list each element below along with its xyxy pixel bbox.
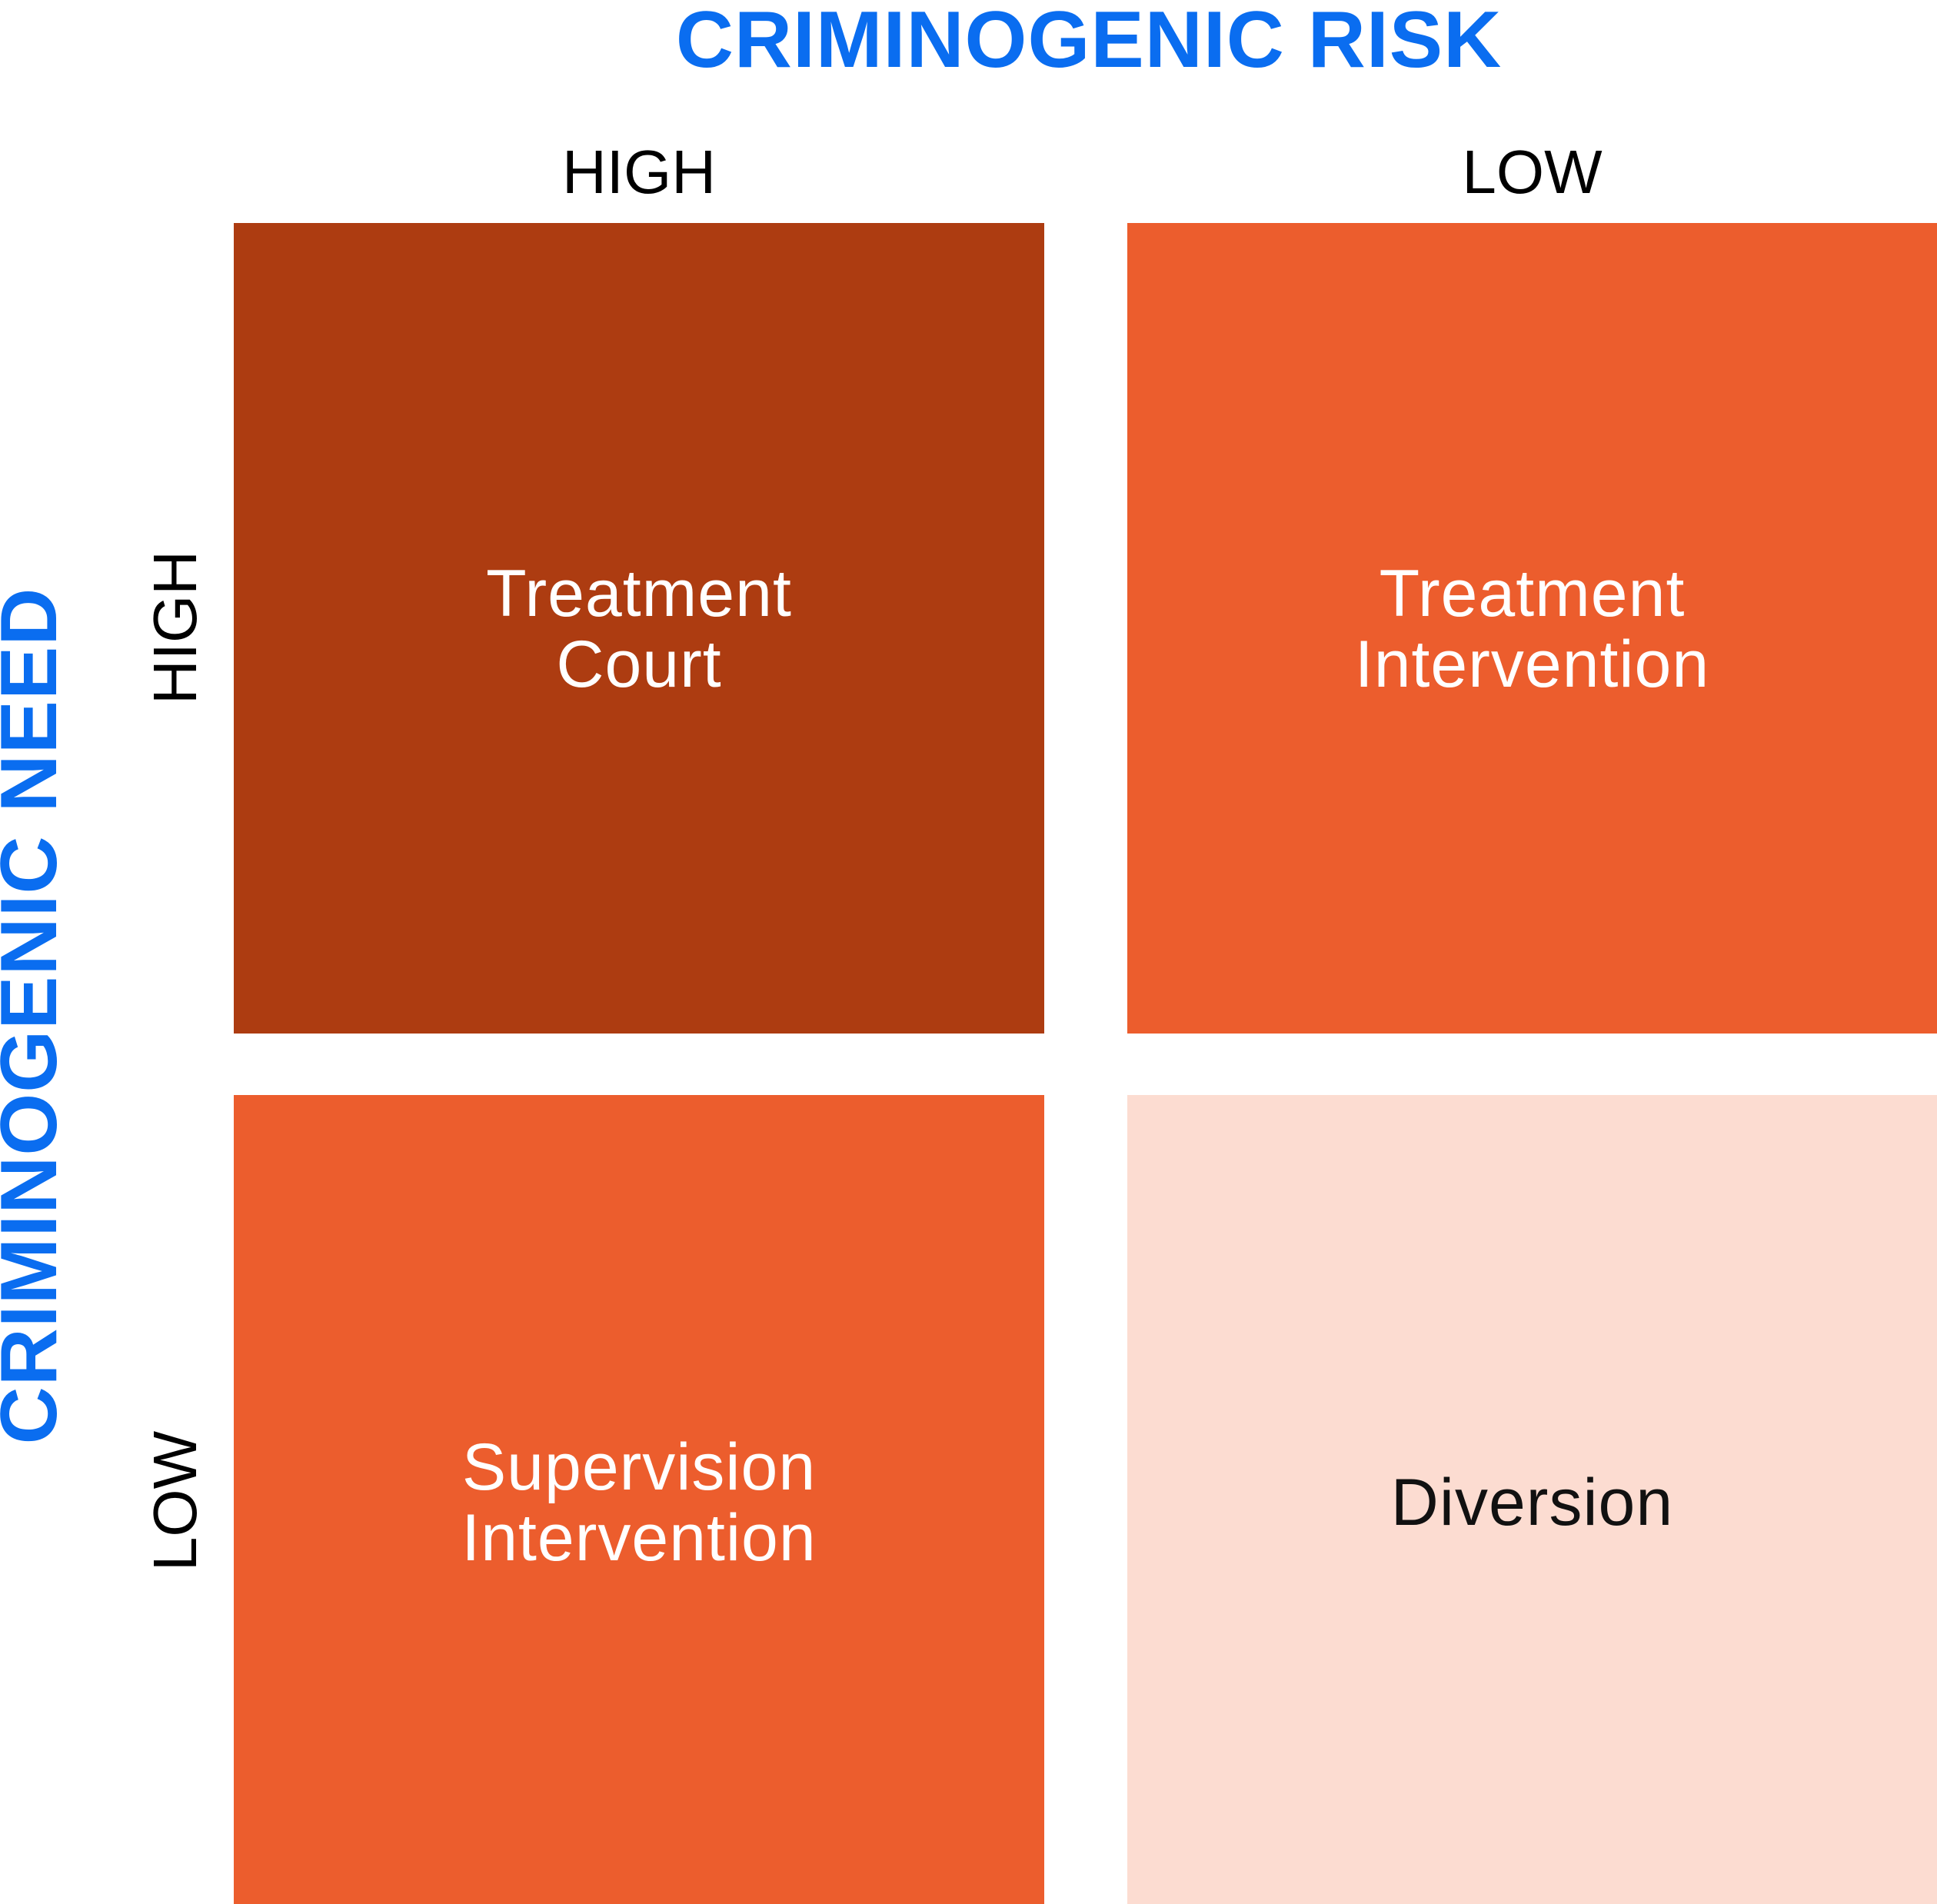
treatment-intervention-label: Treatment Intervention xyxy=(1354,557,1710,701)
risk-low-label: LOW xyxy=(1462,138,1603,206)
criminogenic-risk-title: CRIMINOGENIC RISK xyxy=(675,0,1503,85)
treatment-court-cell: Treatment Court xyxy=(234,223,1044,1034)
need-low-label: LOW xyxy=(141,1430,209,1572)
need-high-label: HIGH xyxy=(141,551,209,704)
risk-high-label: HIGH xyxy=(562,138,716,206)
diversion-label: Diversion xyxy=(1390,1466,1674,1540)
treatment-intervention-cell: Treatment Intervention xyxy=(1127,223,1937,1034)
diversion-cell: Diversion xyxy=(1127,1095,1937,1904)
supervision-intervention-label: Supervision Intervention xyxy=(461,1430,817,1575)
criminogenic-need-title: CRIMINOGENIC NEED xyxy=(0,587,74,1445)
supervision-intervention-cell: Supervision Intervention xyxy=(234,1095,1044,1904)
treatment-court-label: Treatment Court xyxy=(486,557,792,701)
